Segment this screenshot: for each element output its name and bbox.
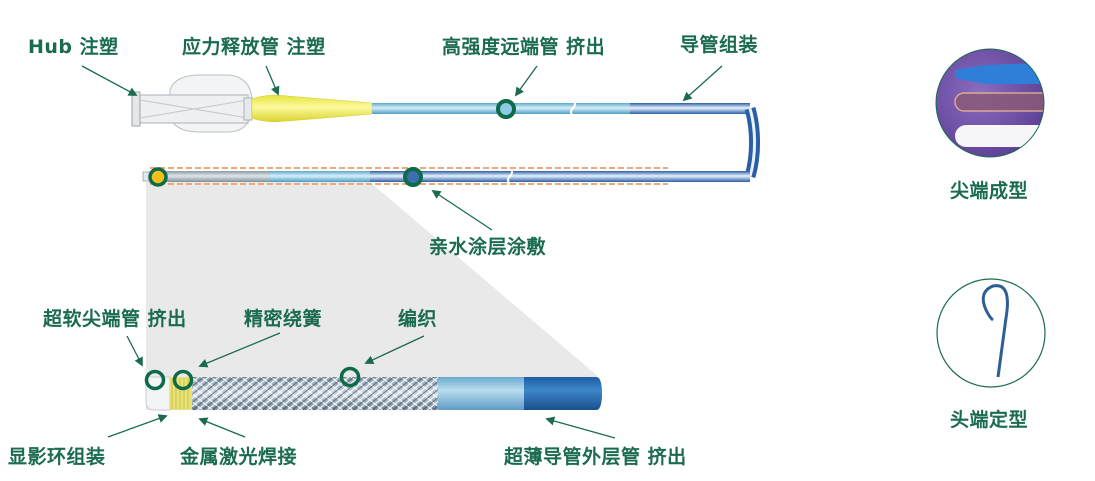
arrow-hub xyxy=(81,65,138,96)
marker-distal-ring xyxy=(496,99,516,119)
label-soft-tip: 超软尖端管 挤出 xyxy=(43,308,187,330)
label-tip-forming: 尖端成型 xyxy=(950,180,1029,202)
tip-light-segment xyxy=(270,171,370,182)
label-coil: 精密绕簧 xyxy=(244,308,323,330)
hub xyxy=(131,74,253,133)
arrow-distal-tube xyxy=(514,65,538,97)
zoom-panel xyxy=(146,182,600,410)
tip-shaping-inset xyxy=(936,278,1046,388)
label-assembly: 导管组装 xyxy=(680,34,759,56)
label-distal-tube: 高强度远端管 挤出 xyxy=(442,36,606,58)
proximal-shaft-blue xyxy=(630,103,750,114)
arrow-braid xyxy=(364,335,425,365)
label-outer-jacket: 超薄导管外层管 挤出 xyxy=(504,446,687,468)
label-hub: Hub 注塑 xyxy=(28,36,119,58)
arrow-hydrophilic xyxy=(431,189,493,231)
strain-relief xyxy=(251,94,373,123)
label-marker-band: 显影环组装 xyxy=(8,446,106,468)
arrow-soft-tip xyxy=(126,335,143,367)
arrow-laser-weld xyxy=(198,417,246,438)
label-hydrophilic: 亲水涂层涂敷 xyxy=(429,236,547,258)
lower-shaft-blue xyxy=(370,171,750,182)
marker-soft-tip-ring xyxy=(144,369,166,391)
marker-hydrophilic-ring xyxy=(403,167,423,187)
arrow-marker-band xyxy=(107,414,168,438)
tip-forming-inset xyxy=(935,48,1045,158)
label-tip-shaping: 头端定型 xyxy=(950,409,1029,431)
label-laser-weld: 金属激光焊接 xyxy=(180,446,298,468)
arrow-coil xyxy=(198,332,281,368)
enlarged-section xyxy=(145,376,602,411)
marker-braid-ring xyxy=(339,366,361,388)
marker-tip-ring xyxy=(148,167,168,187)
arrow-assembly xyxy=(682,65,723,102)
arrow-outer-jacket xyxy=(545,416,616,439)
arrow-strain-relief xyxy=(265,65,280,96)
label-braid: 编织 xyxy=(398,308,438,330)
label-strain-relief: 应力释放管 注塑 xyxy=(182,36,326,58)
tip-gray-segment xyxy=(150,171,270,182)
marker-coil-ring xyxy=(172,369,194,391)
